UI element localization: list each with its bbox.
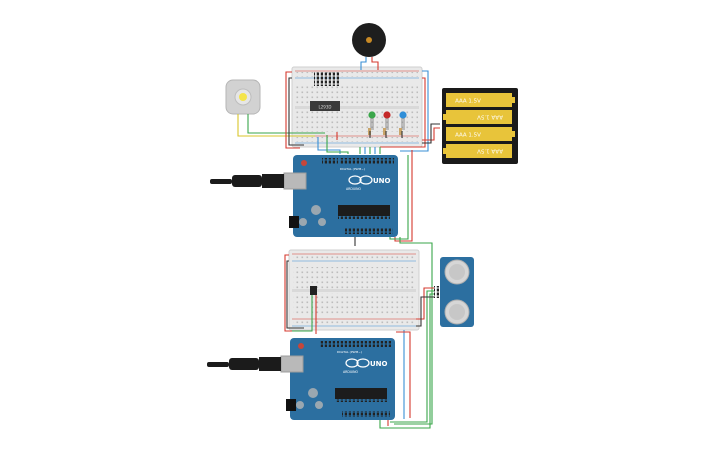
battery-2: AAA 1.5V — [443, 110, 512, 124]
digital-label-bottom: DIGITAL (PWM~) — [337, 350, 362, 354]
led-green[interactable] — [368, 111, 376, 130]
arduino-logo-top — [348, 175, 373, 185]
battery-4: AAA 1.5V — [443, 144, 512, 158]
arduino-label-top: ARDUINO — [346, 187, 362, 191]
uno-label-top: UNO — [373, 177, 391, 185]
uno-label-bottom: UNO — [370, 360, 388, 368]
motor-driver-chip[interactable]: L293D — [310, 101, 340, 111]
wires — [284, 70, 440, 429]
piezo-buzzer-icon[interactable] — [352, 23, 386, 70]
header-strip — [314, 72, 340, 86]
arduino-uno-top[interactable]: UNO ARDUINO DIGITAL (PWM~) — [289, 155, 398, 237]
dc-motor-icon[interactable] — [225, 79, 325, 137]
digital-label-top: DIGITAL (PWM~) — [340, 167, 365, 171]
ultrasonic-sensor-icon[interactable] — [434, 257, 474, 327]
svg-text:AAA 1.5V: AAA 1.5V — [477, 148, 503, 154]
usb-cable-icon[interactable] — [207, 355, 304, 373]
usb-cable-icon[interactable] — [210, 172, 307, 190]
arduino-label-bottom: ARDUINO — [343, 370, 359, 374]
svg-text:AAA 1.5V: AAA 1.5V — [477, 114, 503, 120]
arduino-logo-bottom — [345, 358, 370, 368]
battery-pack[interactable]: AAA 1.5V AAA 1.5V AAA 1.5V AAA 1.5V — [442, 88, 518, 164]
breadboard-bottom[interactable] — [288, 249, 420, 331]
chip-label: L293D — [319, 105, 332, 110]
arduino-uno-bottom[interactable]: UNO ARDUINO DIGITAL (PWM~) — [286, 338, 395, 420]
sensor-component[interactable] — [310, 286, 317, 295]
battery-3: AAA 1.5V — [446, 127, 515, 141]
svg-text:AAA 1.5V: AAA 1.5V — [455, 133, 481, 139]
breadboard-top[interactable] — [291, 66, 423, 148]
battery-1: AAA 1.5V — [446, 93, 515, 107]
svg-text:AAA 1.5V: AAA 1.5V — [455, 99, 481, 105]
